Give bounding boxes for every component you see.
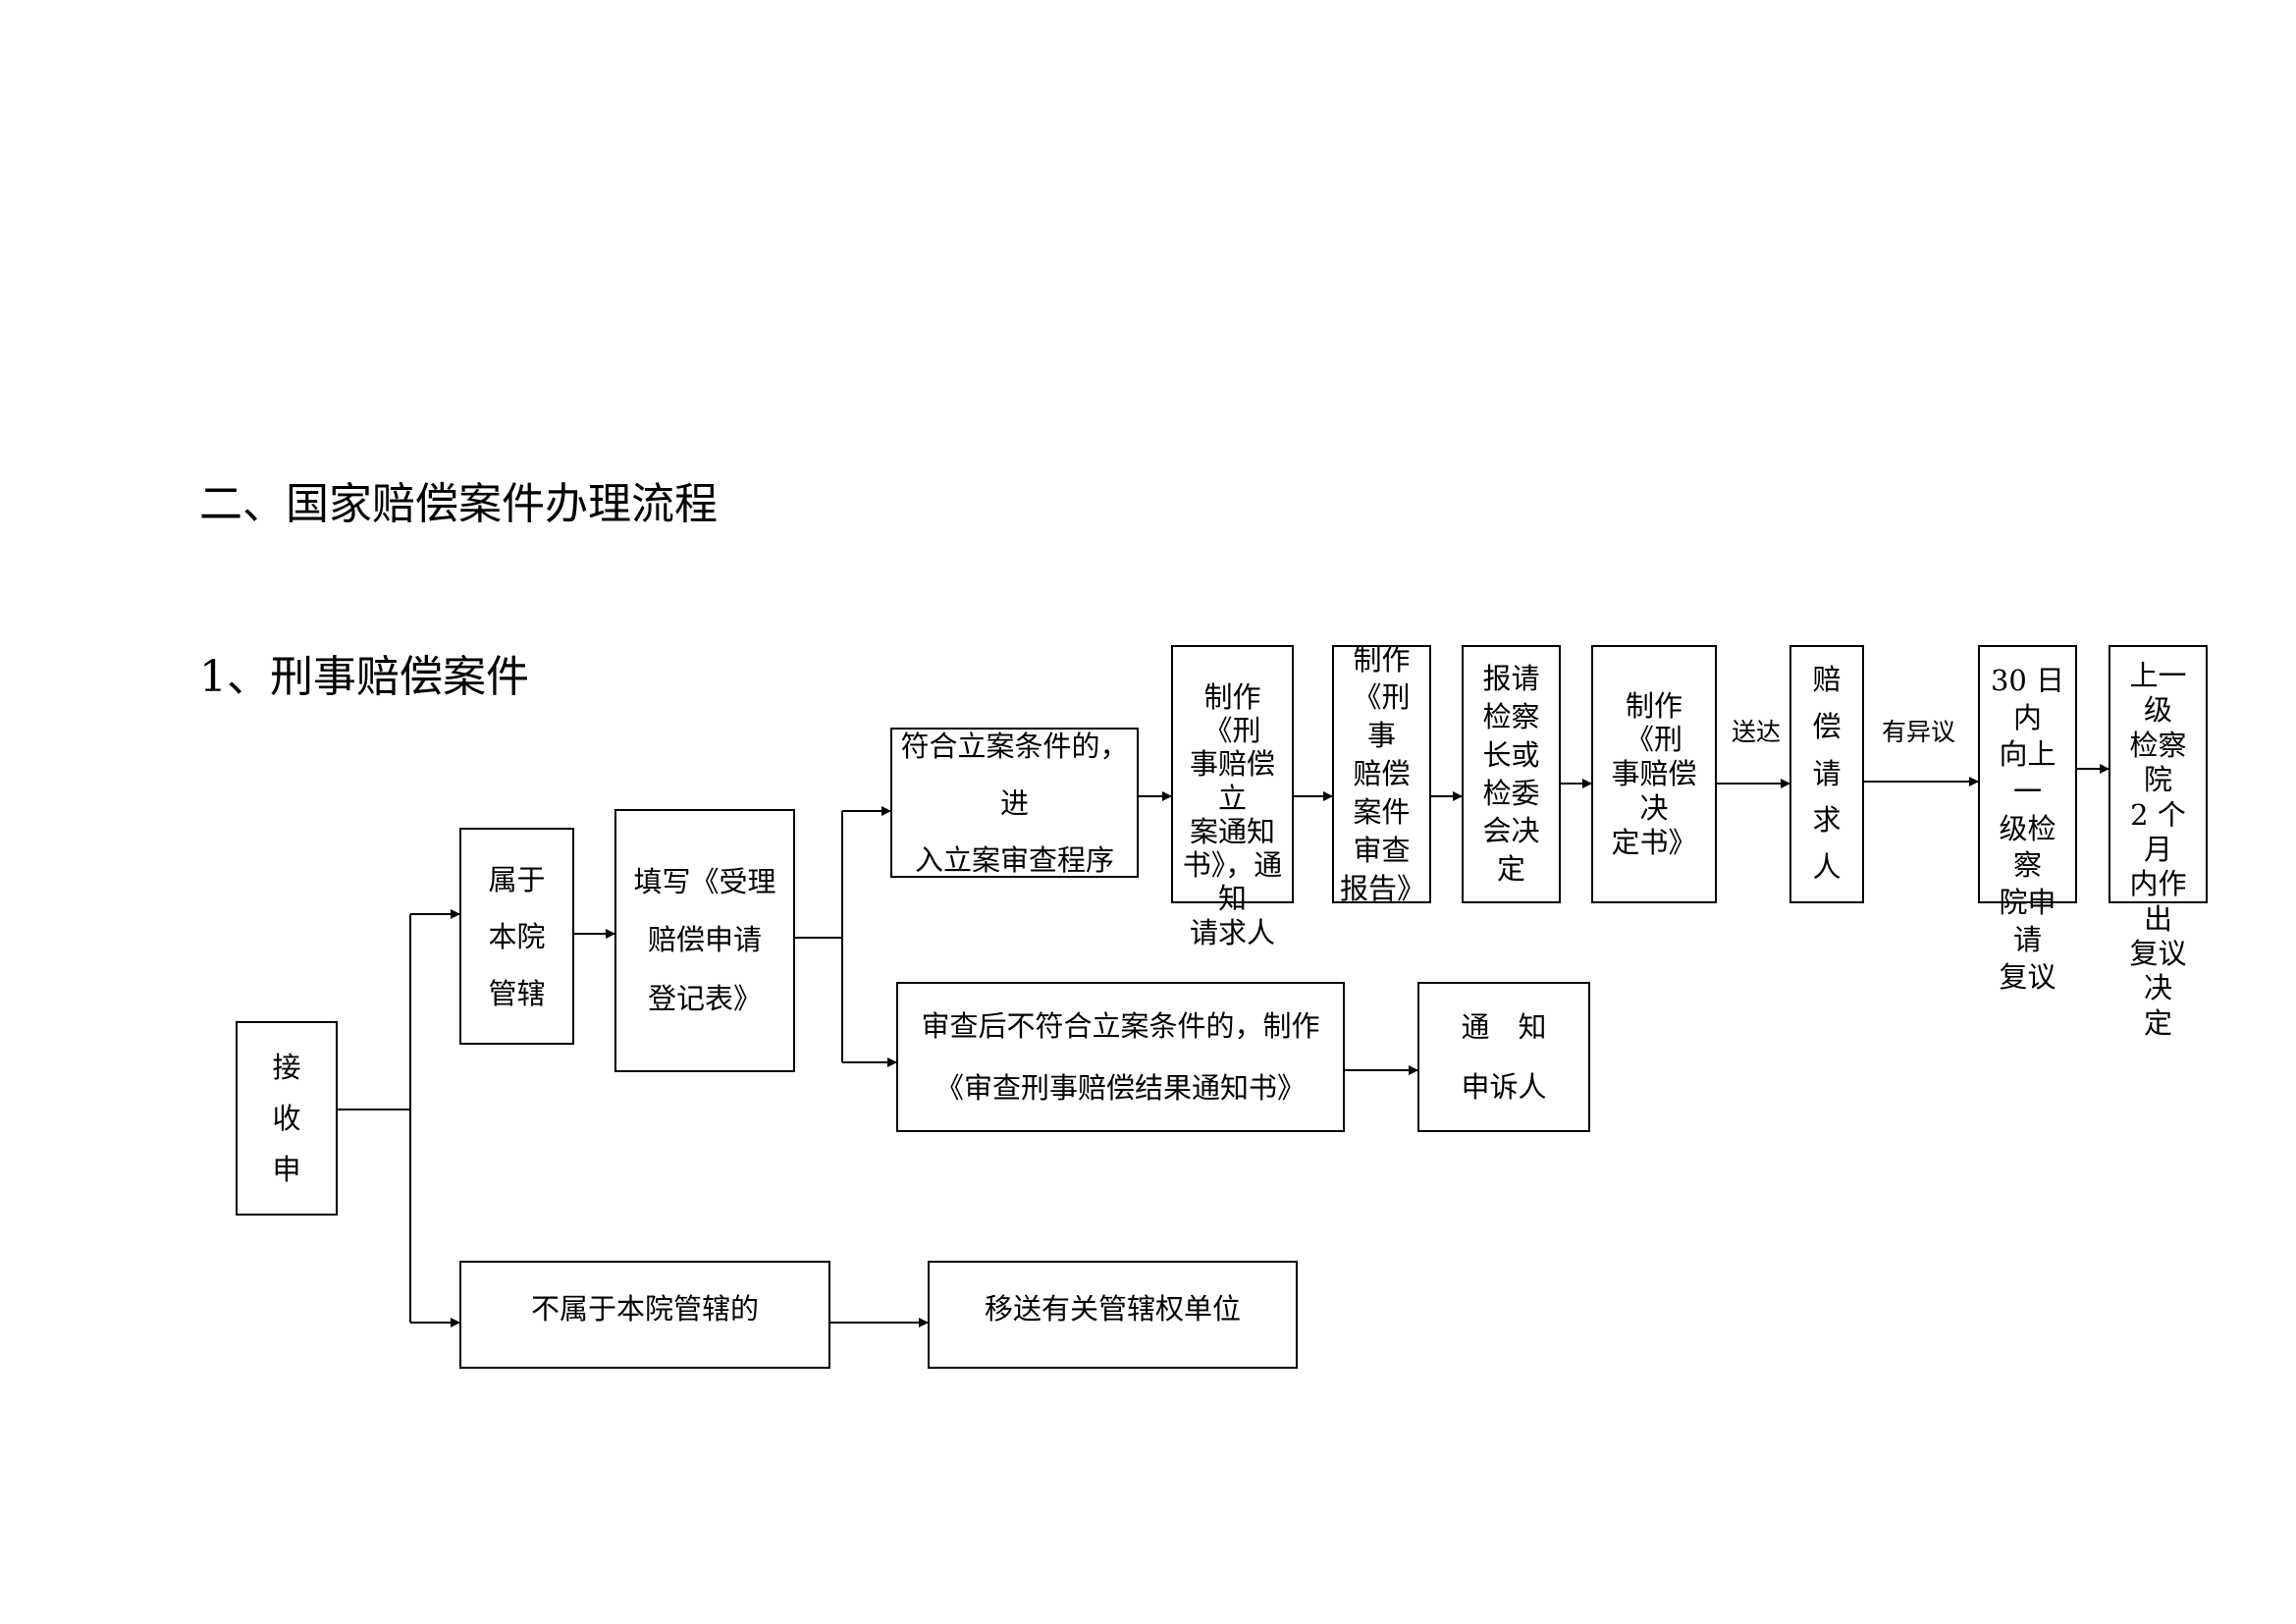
node-claimant: 赔 偿 请 求 人 [1789, 645, 1864, 903]
edge-label-deliver: 送达 [1732, 718, 1782, 746]
page-title: 二、国家赔偿案件办理流程 [199, 479, 718, 529]
node-notify-complainant: 通 知 申诉人 [1417, 982, 1590, 1132]
node-transfer: 移送有关管辖权单位 [928, 1261, 1298, 1369]
node-not-jurisdiction: 不属于本院管辖的 [459, 1261, 830, 1369]
node-superior-decision: 上一级 检察院 2 个月 内作出 复议决 定 [2109, 645, 2208, 1040]
node-make-review-report: 制作 《刑事 赔偿 案件 审查 报告》 [1332, 643, 1431, 905]
node-make-decision-doc: 制作《刑 事赔偿决 定书》 [1591, 645, 1717, 903]
node-submit-decision: 报请 检察 长或 检委 会决 定 [1462, 645, 1561, 903]
node-apply-review: 30 日内 向上一 级检察 院申请 复议 [1978, 645, 2077, 994]
section-title: 1、刑事赔偿案件 [199, 652, 529, 702]
node-meets-criteria: 符合立案条件的，进 入立案审查程序 [890, 728, 1139, 878]
node-make-filing-notice: 制作《刑 事赔偿立 案通知 书》，通知 请求人 [1171, 645, 1294, 949]
node-fill-form: 填写《受理 赔偿申请 登记表》 [614, 809, 795, 1072]
node-not-meet: 审查后不符合立案条件的，制作 《审查刑事赔偿结果通知书》 [896, 982, 1345, 1132]
node-in-jurisdiction: 属于 本院 管辖 [459, 828, 574, 1045]
node-receive: 接 收 申 [236, 1021, 338, 1216]
edge-label-objection: 有异议 [1882, 718, 1956, 746]
